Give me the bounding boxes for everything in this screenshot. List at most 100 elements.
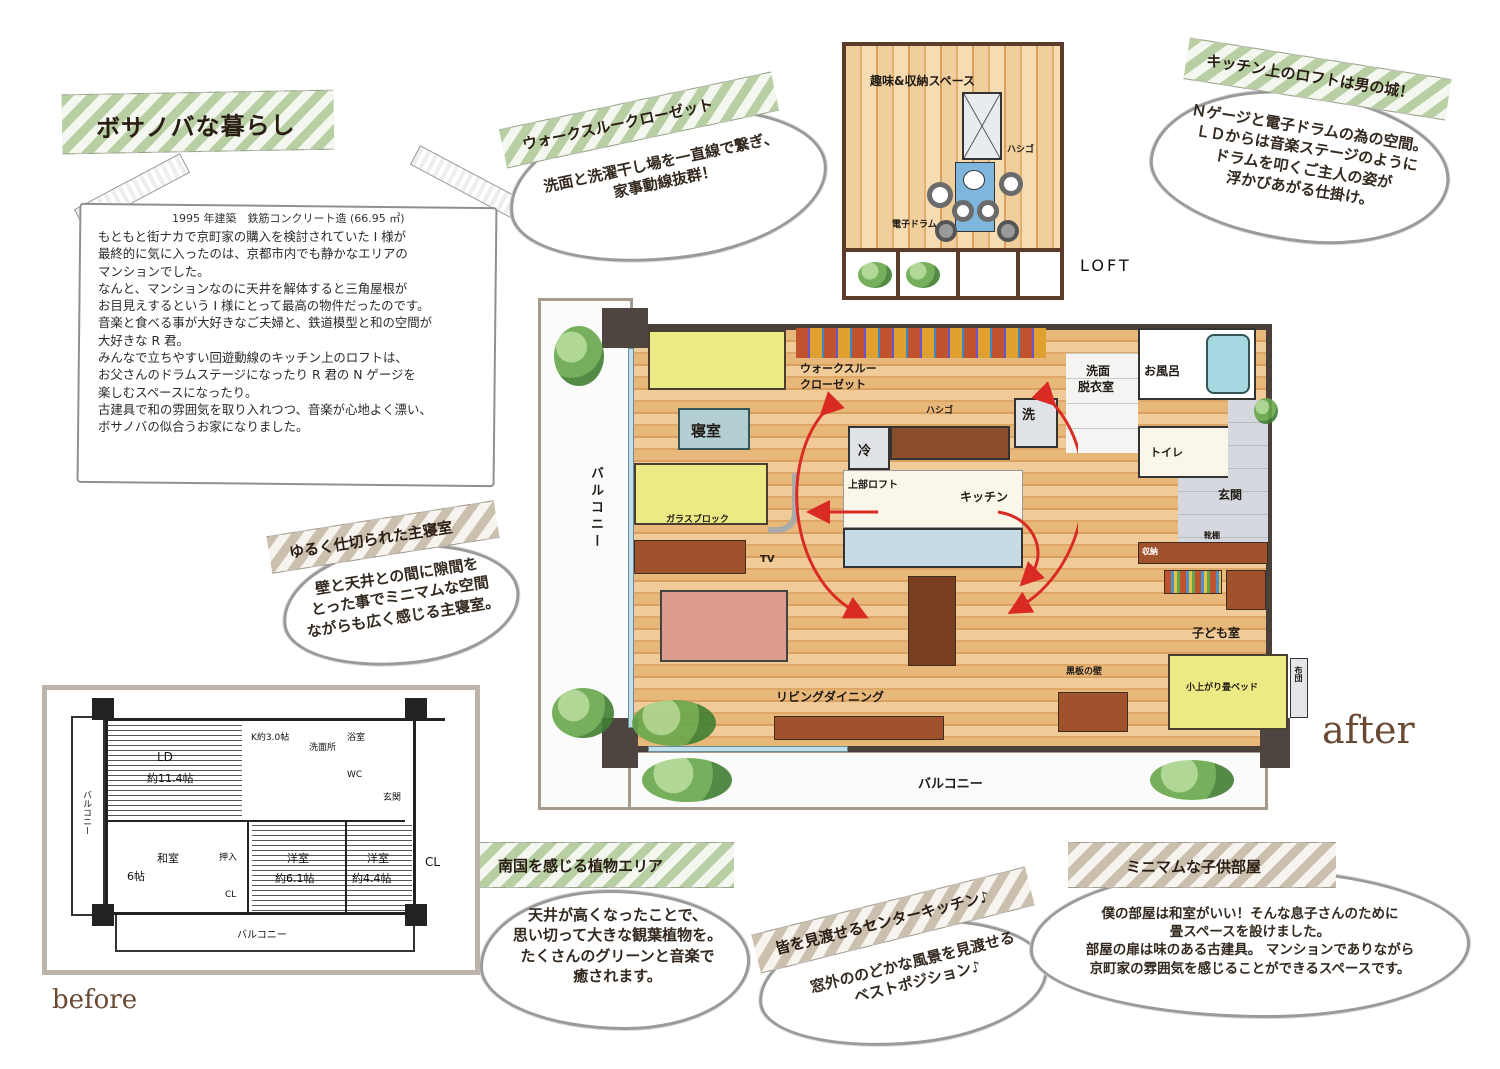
futon [1290, 658, 1308, 718]
bed-1 [648, 330, 786, 390]
kitchen-shelf [890, 426, 1010, 460]
callout-title: 南国を感じる植物エリア [498, 857, 664, 875]
living-dining-label: リビングダイニング [776, 690, 885, 704]
callout-line: 天井が高くなったことで、 [528, 906, 707, 924]
loft-area-label: 趣味&収納スペース [870, 74, 976, 88]
bath-label: お風呂 [1144, 364, 1181, 378]
sink-stove [843, 528, 1023, 568]
before-ld-size: 約11.4帖 [147, 772, 194, 785]
callout-line: 僕の部屋は和室がいい！そんな息子さんのために [1101, 906, 1399, 922]
before-ld [107, 720, 242, 820]
before-wall [345, 822, 347, 914]
before-wall [105, 912, 415, 915]
loft-ladder-label: ハシゴ [1007, 145, 1035, 155]
callout-text-kids-room: 僕の部屋は和室がいい！そんな息子さんのために 畳スペースを設けました。 部屋の扉… [1050, 905, 1450, 978]
callout-line: 思い切って大きな観葉植物を。 [512, 926, 723, 945]
hatch-cross-icon [964, 94, 1000, 158]
before-ld-label: LD [157, 750, 173, 764]
before-bath-label: 浴室 [347, 733, 366, 743]
before-outer-balcony [71, 716, 105, 916]
toilet-room [1138, 426, 1236, 478]
plant-icon [1254, 398, 1278, 424]
before-caption: before [52, 985, 138, 1015]
before-kitchen-label: K約3.0帖 [251, 733, 290, 743]
before-yoshitsu2-size: 約4.4帖 [352, 872, 392, 885]
building-spec: 1995 年建築 鉄筋コンクリート造 (66.95 ㎡) [172, 212, 405, 225]
before-yoshitsu2-label: 洋室 [367, 852, 389, 865]
intro-line: なんと、マンションなのに天井を解体すると三角屋根が [98, 280, 408, 296]
loft-plan: 趣味&収納スペース ハシゴ 電子ドラム [842, 42, 1064, 300]
kids-desk [1226, 570, 1266, 610]
washroom-label: 洗面 [1086, 364, 1111, 378]
loft-ladder-opening [962, 92, 1002, 160]
before-yoshitsu1-size: 約6.1帖 [275, 872, 315, 885]
kitchen-counter [843, 470, 1023, 528]
washroom-label-2: 脱衣室 [1078, 380, 1115, 394]
page-title: ボサノバな暮らし [95, 111, 296, 143]
intro-line: お目見えするという I 様にとって最高の物件だったのです。 [98, 298, 430, 314]
intro-line: マンションでした。 [98, 263, 210, 279]
plant-icon [642, 758, 732, 802]
before-pillar [405, 904, 427, 926]
glass-block-label: ガラスブロック [666, 515, 729, 525]
before-wall [413, 718, 416, 914]
before-washitsu-size: 6帖 [127, 870, 145, 883]
intro-line: もともと街ナカで京町家の購入を検討されていた I 様が [98, 229, 407, 244]
window-bottom [648, 746, 848, 752]
before-yoshitsu-1 [252, 825, 347, 915]
glass-block-wall [768, 473, 798, 533]
loft-caption: LOFT [1080, 256, 1132, 275]
before-floor-plan: LD 約11.4帖 K約3.0帖 洗面所 浴室 WC 玄関 和室 6帖 押入 C… [42, 685, 480, 975]
bedroom-label: 寝室 [691, 422, 722, 440]
intro-text: もともと街ナカで京町家の購入を検討されていた I 様が 最終的に気に入ったのは、… [98, 228, 432, 436]
closet-rack [796, 328, 1046, 358]
storage-cabinet [1138, 542, 1268, 564]
before-balcony-side-label: バルコニー [81, 790, 91, 835]
wall-top [628, 324, 1268, 330]
rug [660, 590, 788, 662]
window-left [628, 348, 634, 728]
before-pillar [92, 904, 114, 926]
drum-label: 電子ドラム [892, 220, 937, 230]
callout-title: ミニマムな子供部屋 [1126, 858, 1262, 876]
before-cl-label: CL [425, 855, 441, 869]
before-yoshitsu-2 [347, 825, 412, 915]
tv-label: TV [760, 554, 775, 565]
callout-line: 畳スペースを設けました。 [1169, 924, 1331, 941]
intro-line: 音楽と食べる事が大好きなご夫婦と、鉄道模型と和の空間が [98, 315, 433, 331]
intro-line: ボサノバの似合うお家になりました。 [98, 419, 309, 435]
ladder-label: ハシゴ [926, 406, 954, 416]
callout-tape-kids-room: ミニマムな子供部屋 [1068, 842, 1336, 888]
loft-railing [842, 252, 1064, 300]
low-cabinet [774, 716, 944, 740]
bathtub [1206, 334, 1250, 394]
intro-line: 最終的に気に入ったのは、京都市内でも静かなエリアの [98, 246, 408, 262]
before-entrance-label: 玄関 [383, 793, 402, 803]
wall-right [1266, 324, 1272, 754]
callout-text-plant-area: 天井が高くなったことで、 思い切って大きな観葉植物を。 たくさんのグリーンと音楽… [500, 905, 735, 986]
before-wall [105, 820, 405, 822]
before-washroom-label: 洗面所 [309, 743, 337, 753]
kids-bookshelf [1164, 570, 1222, 594]
blackboard-desk [1058, 692, 1128, 732]
callout-line: 部屋の扉は味のある古建具。 マンションでありながら [1085, 942, 1415, 959]
tatami-bed [1168, 654, 1288, 730]
dining-table [908, 576, 956, 666]
balcony-side-label: バルコニー [588, 466, 603, 551]
kids-room-label: 子ども室 [1192, 626, 1241, 640]
tv-stand [634, 540, 746, 574]
before-wall [105, 718, 108, 914]
before-wall [105, 718, 445, 721]
bed-2 [634, 463, 768, 525]
wall-bottom [628, 746, 1272, 752]
before-wall [247, 822, 249, 914]
callout-tape-plant-area: 南国を感じる植物エリア [468, 842, 734, 888]
before-oshiire-label: 押入 [219, 853, 238, 863]
entrance-label: 玄関 [1218, 488, 1243, 502]
callout-line: 京町家の雰囲気を感じることができるスペースです。 [1089, 960, 1411, 977]
futon-label: 布団 [1294, 666, 1303, 682]
callout-cloud-plant-area [480, 890, 750, 1030]
after-floor-plan: バルコニー バルコニー 寝室 ガラスブロック TV ウォークスルー クローゼット… [538, 298, 1308, 810]
after-caption: after [1322, 708, 1415, 752]
blackboard-wall-label: 黒板の壁 [1066, 667, 1103, 677]
